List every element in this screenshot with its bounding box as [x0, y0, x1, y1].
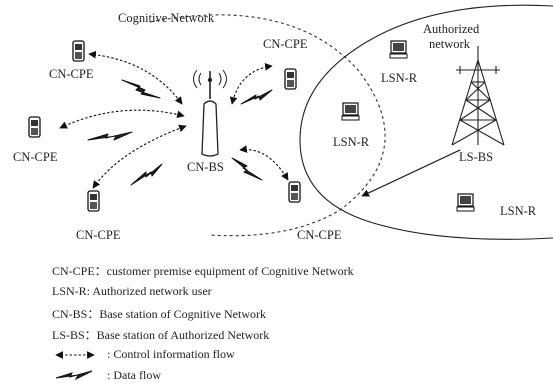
- ls-bs-label: LS-BS: [459, 150, 493, 164]
- cn-bs-icon: [193, 69, 227, 157]
- computer-terminal-icon: [456, 193, 475, 212]
- mobile-phone-icon: [28, 116, 41, 138]
- cn-cpe-label-3: CN-CPE: [76, 228, 121, 242]
- cn-cpe-label-2: CN-CPE: [13, 150, 58, 164]
- ls-bs-icon: [451, 46, 505, 146]
- mobile-phone-icon: [87, 190, 100, 212]
- cn-cpe-label-1: CN-CPE: [49, 67, 94, 81]
- lsn-r-label-2: LSN-R: [333, 135, 370, 149]
- computer-terminal-icon: [389, 40, 408, 59]
- lsn-r-label-3: LSN-R: [500, 204, 537, 218]
- data-flow-lightning: [240, 89, 273, 105]
- legend-data-lightning: [55, 370, 93, 381]
- mobile-phone-icon: [288, 181, 301, 203]
- control-flow-arrow: [92, 124, 187, 189]
- data-flow-lightning: [130, 163, 163, 186]
- data-flow-lightning: [231, 157, 263, 181]
- mobile-phone-icon: [72, 40, 85, 62]
- authorized-network-label-2: network: [429, 37, 471, 51]
- authorized-network-boundary: [299, 4, 553, 240]
- data-flow-lightning: [121, 79, 161, 99]
- data-flow-lightning: [87, 131, 133, 141]
- mobile-phone-icon: [284, 68, 297, 90]
- cn-cpe-label-4: CN-CPE: [263, 37, 308, 51]
- control-flow-arrow: [88, 50, 183, 105]
- cn-bs-label: CN-BS: [187, 160, 224, 174]
- control-flow-arrow: [239, 145, 289, 181]
- cn-cpe-label-5: CN-CPE: [297, 228, 342, 242]
- computer-terminal-icon: [341, 102, 360, 121]
- cognitive-network-label: Cognitive Network: [118, 11, 215, 25]
- authorized-network-label-1: Authorized: [423, 22, 480, 36]
- control-flow-arrow: [229, 63, 273, 105]
- control-flow-arrow: [59, 109, 185, 129]
- lsn-r-label-1: LSN-R: [381, 71, 418, 85]
- cognitive-network-boundary: [149, 14, 386, 237]
- interference-arrow: [361, 149, 461, 197]
